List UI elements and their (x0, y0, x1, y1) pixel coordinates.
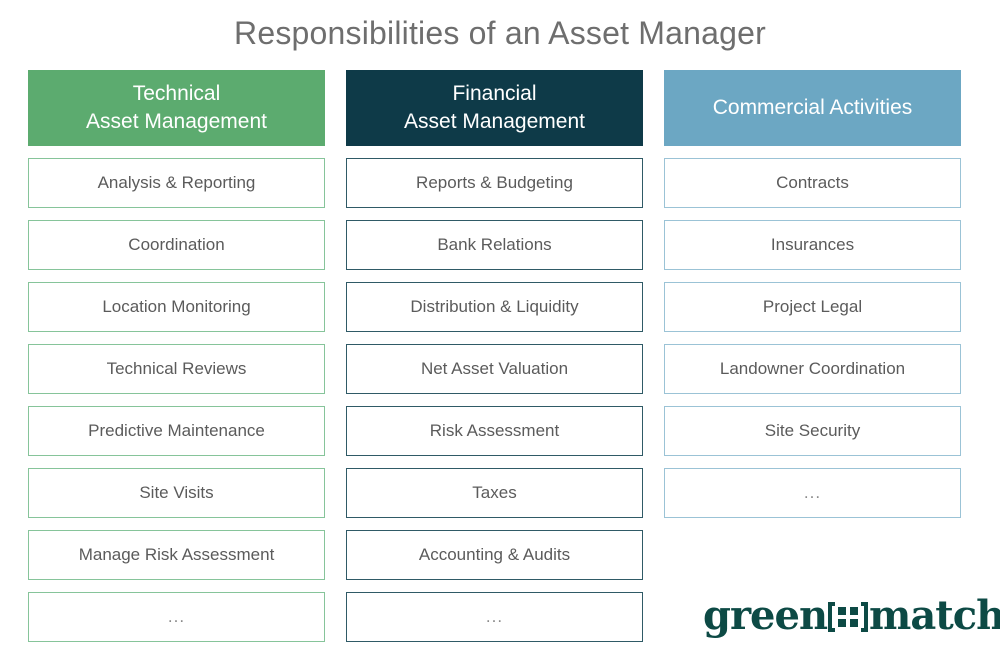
dot-grid-icon (838, 607, 859, 627)
dot (838, 619, 847, 627)
column-header-commercial: Commercial Activities (664, 70, 961, 146)
list-item[interactable]: Accounting & Audits (346, 530, 643, 580)
list-item[interactable]: Project Legal (664, 282, 961, 332)
column-financial-asset-management: Financial Asset Management Reports & Bud… (346, 70, 643, 642)
logo-text-match: match (869, 592, 1000, 639)
list-item[interactable]: Contracts (664, 158, 961, 208)
list-item[interactable]: Site Security (664, 406, 961, 456)
list-item[interactable]: Distribution & Liquidity (346, 282, 643, 332)
dot (850, 607, 859, 615)
list-item[interactable]: Location Monitoring (28, 282, 325, 332)
list-item[interactable]: Coordination (28, 220, 325, 270)
list-item[interactable]: Insurances (664, 220, 961, 270)
list-item[interactable]: Net Asset Valuation (346, 344, 643, 394)
items-list-financial: Reports & Budgeting Bank Relations Distr… (346, 158, 643, 642)
column-technical-asset-management: Technical Asset Management Analysis & Re… (28, 70, 325, 642)
list-item[interactable]: Reports & Budgeting (346, 158, 643, 208)
items-list-commercial: Contracts Insurances Project Legal Lando… (664, 158, 961, 518)
list-item-ellipsis[interactable]: ... (664, 468, 961, 518)
logo-bracket-dots-icon (828, 602, 869, 632)
column-header-financial: Financial Asset Management (346, 70, 643, 146)
logo-text-green: green (703, 592, 828, 639)
list-item-ellipsis[interactable]: ... (28, 592, 325, 642)
column-commercial-activities: Commercial Activities Contracts Insuranc… (664, 70, 961, 642)
columns-container: Technical Asset Management Analysis & Re… (28, 70, 972, 642)
list-item[interactable]: Manage Risk Assessment (28, 530, 325, 580)
list-item[interactable]: Landowner Coordination (664, 344, 961, 394)
list-item[interactable]: Site Visits (28, 468, 325, 518)
list-item[interactable]: Bank Relations (346, 220, 643, 270)
dot (838, 607, 847, 615)
list-item-ellipsis[interactable]: ... (346, 592, 643, 642)
greenmatch-logo: green match (703, 592, 1000, 640)
list-item[interactable]: Risk Assessment (346, 406, 643, 456)
list-item[interactable]: Technical Reviews (28, 344, 325, 394)
items-list-technical: Analysis & Reporting Coordination Locati… (28, 158, 325, 642)
bracket-left-icon (828, 602, 836, 632)
page-title: Responsibilities of an Asset Manager (234, 15, 766, 51)
bracket-right-icon (861, 602, 869, 632)
list-item[interactable]: Predictive Maintenance (28, 406, 325, 456)
dot (850, 619, 859, 627)
column-header-technical: Technical Asset Management (28, 70, 325, 146)
list-item[interactable]: Taxes (346, 468, 643, 518)
list-item[interactable]: Analysis & Reporting (28, 158, 325, 208)
